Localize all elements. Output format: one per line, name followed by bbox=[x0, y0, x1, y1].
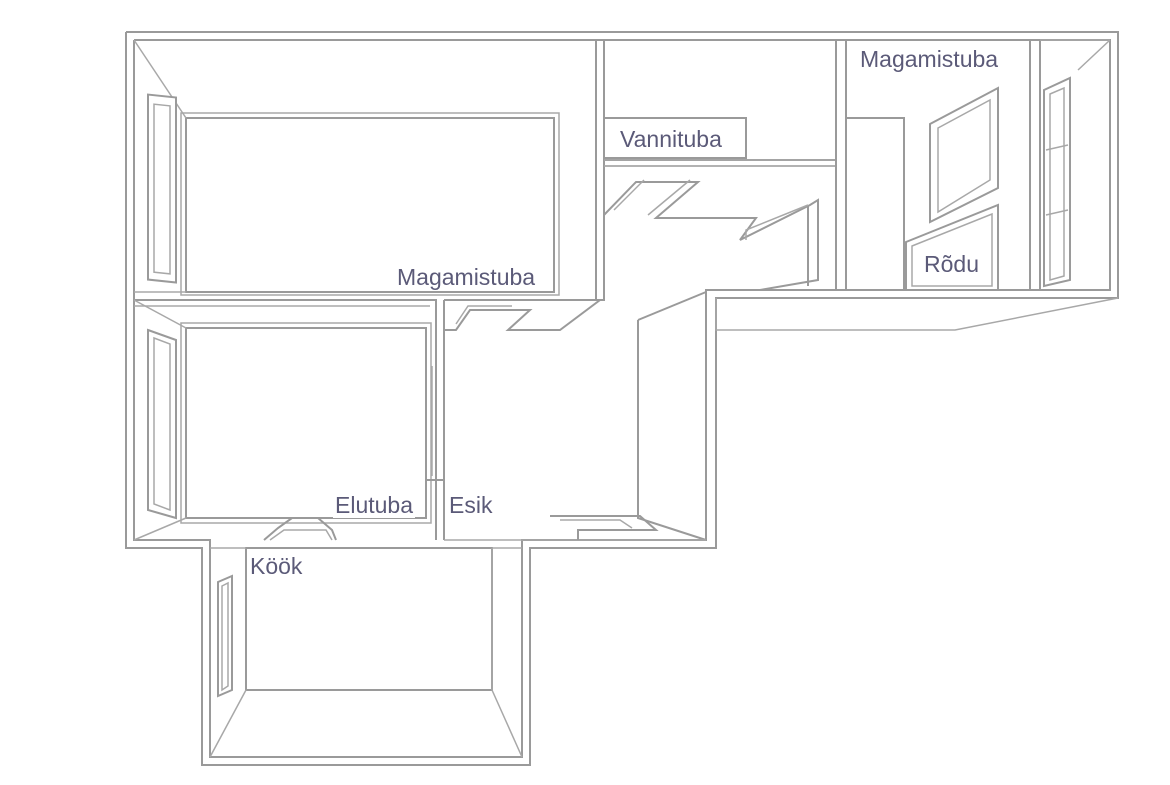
room-living bbox=[133, 299, 445, 541]
window-living bbox=[147, 328, 177, 520]
label-living-room: Elutuba bbox=[333, 492, 416, 518]
room-balcony bbox=[905, 203, 1030, 291]
window-east bbox=[1043, 76, 1071, 288]
label-bathroom: Vannituba bbox=[618, 126, 724, 152]
label-bedroom-large: Magamistuba bbox=[395, 264, 538, 290]
window-bedroom-right bbox=[929, 86, 999, 224]
room-hallway bbox=[444, 291, 707, 541]
label-hallway: Esik bbox=[447, 492, 495, 518]
window-bedroom-large bbox=[147, 93, 177, 284]
label-balcony: Rõdu bbox=[922, 251, 981, 277]
label-kitchen: Köök bbox=[248, 553, 305, 579]
room-kitchen bbox=[209, 547, 523, 758]
room-bedroom-large bbox=[133, 39, 605, 301]
corridor-walls bbox=[603, 165, 837, 291]
room-bedroom-right bbox=[835, 39, 1111, 291]
window-kitchen bbox=[217, 574, 233, 698]
label-bedroom-right: Magamistuba bbox=[858, 46, 1001, 72]
